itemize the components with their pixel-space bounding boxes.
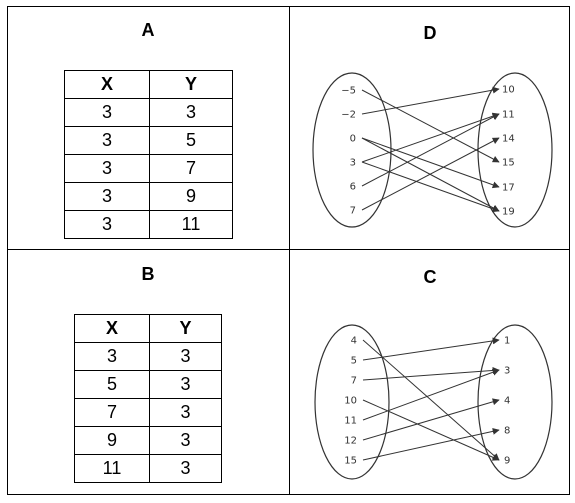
range-value: 11 — [502, 110, 515, 121]
domain-value: 11 — [344, 416, 357, 427]
cell-x: 7 — [74, 398, 150, 427]
cell-x: 9 — [74, 426, 150, 455]
cell-y: 11 — [149, 210, 233, 239]
cell-x: 5 — [74, 370, 150, 399]
domain-oval — [314, 324, 390, 480]
column-header-x: X — [74, 314, 150, 343]
cell-y: 3 — [149, 342, 222, 371]
cell-y: 3 — [149, 426, 222, 455]
mapping-arrow — [361, 89, 500, 163]
cell-y: 3 — [149, 454, 222, 483]
range-value: 15 — [502, 158, 515, 169]
column-header-y: Y — [149, 314, 222, 343]
cell-y: 3 — [149, 398, 222, 427]
horizontal-divider — [7, 249, 570, 250]
panel-c-mapping-diagram: 4 5 7 10 11 12 15 1 3 4 8 9 — [314, 324, 553, 480]
panel-c-title: C — [423, 267, 437, 287]
mapping-arrow — [362, 368, 500, 421]
cell-y: 5 — [149, 126, 233, 155]
range-oval — [477, 324, 553, 480]
domain-value: 7 — [351, 376, 357, 387]
domain-value: 3 — [350, 158, 356, 169]
cell-y: 9 — [149, 182, 233, 211]
panel-d-mapping-diagram: −5 −2 0 3 6 7 10 11 14 15 17 19 — [312, 72, 553, 228]
mapping-arrow — [361, 86, 500, 115]
range-oval — [477, 72, 553, 228]
domain-value: −5 — [341, 86, 356, 97]
mapping-arrow — [361, 161, 500, 213]
range-value: 17 — [502, 183, 515, 194]
range-value: 10 — [502, 85, 515, 96]
domain-oval — [312, 72, 392, 228]
domain-value: 6 — [350, 182, 356, 193]
mapping-arrow — [361, 137, 500, 211]
mapping-arrow — [362, 427, 500, 461]
domain-value: 12 — [344, 436, 357, 447]
cell-x: 3 — [64, 154, 150, 183]
mapping-arrow — [361, 137, 500, 189]
domain-value: 15 — [344, 456, 357, 467]
range-value: 3 — [504, 366, 510, 377]
column-header-x: X — [64, 70, 150, 99]
cell-y: 3 — [149, 98, 233, 127]
mapping-arrow — [361, 113, 500, 187]
mapping-arrow — [362, 366, 500, 381]
cell-x: 11 — [74, 454, 150, 483]
cell-x: 3 — [64, 182, 150, 211]
range-value: 1 — [504, 336, 510, 347]
panel-a-title: A — [141, 20, 155, 40]
vertical-divider — [289, 6, 290, 495]
range-value: 14 — [502, 134, 515, 145]
range-value: 4 — [504, 396, 510, 407]
range-value: 19 — [502, 207, 515, 218]
column-header-y: Y — [149, 70, 233, 99]
range-value: 8 — [504, 426, 510, 437]
domain-value: 5 — [351, 356, 357, 367]
cell-y: 7 — [149, 154, 233, 183]
domain-value: 0 — [350, 134, 356, 145]
mapping-arrow — [362, 337, 500, 361]
figure-frame — [7, 6, 570, 495]
cell-x: 3 — [64, 210, 150, 239]
cell-x: 3 — [64, 98, 150, 127]
domain-value: 10 — [344, 396, 357, 407]
domain-value: 4 — [351, 336, 357, 347]
cell-x: 3 — [74, 342, 150, 371]
range-value: 9 — [504, 456, 510, 467]
domain-value: 7 — [350, 206, 356, 217]
cell-x: 3 — [64, 126, 150, 155]
panel-b-title: B — [141, 264, 155, 284]
domain-value: −2 — [341, 110, 356, 121]
mapping-arrow — [362, 398, 500, 441]
panel-d-title: D — [423, 23, 437, 43]
mapping-arrow — [362, 399, 500, 461]
mapping-arrow — [362, 339, 500, 461]
cell-y: 3 — [149, 370, 222, 399]
mapping-arrow — [361, 112, 500, 163]
